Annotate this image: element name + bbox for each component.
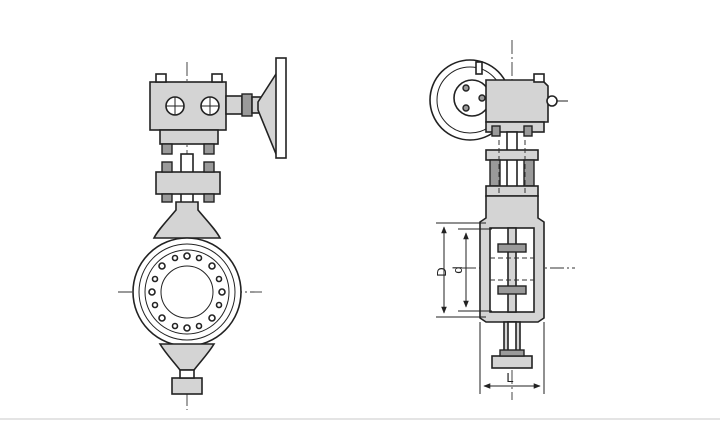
dimension-label-D: D [434,267,449,276]
valve-body-front [132,237,242,347]
bolt-circle [148,252,226,332]
front-view [118,57,287,410]
bracket-front [155,161,221,203]
dimension-L: L [479,322,545,394]
dimension-D: D [434,222,486,318]
bolt-hole-icon [165,96,185,116]
gearbox-side [485,73,568,137]
dimension-d: d [450,228,492,312]
dimension-label-L: L [506,370,513,385]
dimension-label-d: d [450,266,465,273]
handwheel-side [225,57,287,159]
side-view: D d L [429,40,575,400]
bolt-hole-icon [200,96,220,116]
valve-body-side [479,195,545,323]
bracket-side [485,140,539,200]
gearbox-front [149,73,227,155]
